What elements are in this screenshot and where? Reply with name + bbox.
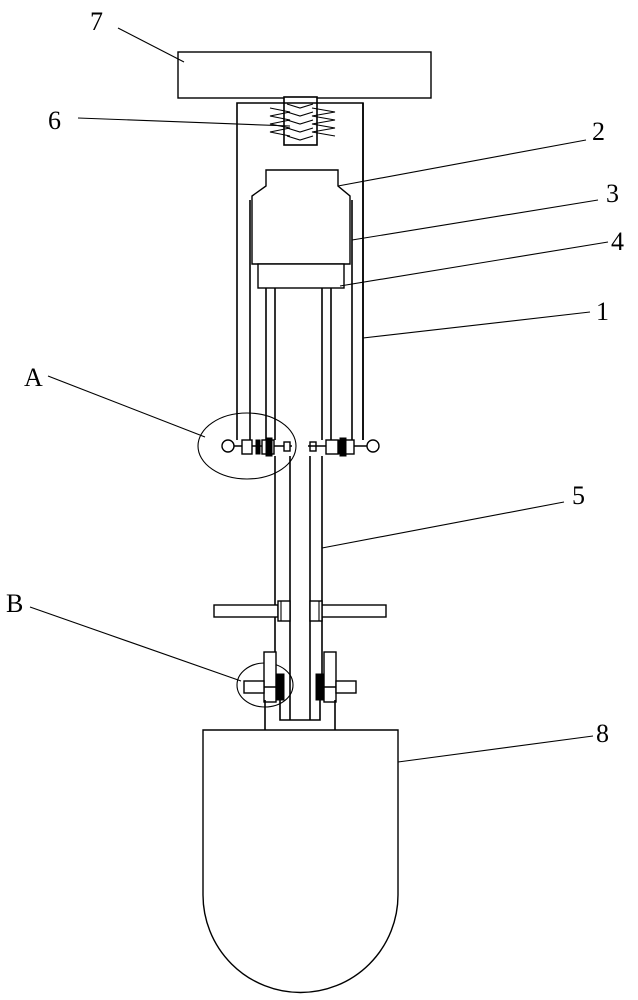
piston-rods — [265, 288, 332, 440]
top-plate — [177, 51, 432, 99]
label-2: 2 — [592, 117, 605, 146]
label-5: 5 — [572, 481, 585, 510]
cross-arms — [213, 600, 387, 622]
leader-lines — [29, 27, 609, 763]
piston-plate — [257, 263, 345, 289]
label-b: B — [6, 589, 23, 618]
label-6: 6 — [48, 106, 61, 135]
clamp-b — [236, 651, 357, 730]
piston-head — [251, 169, 351, 265]
label-8: 8 — [596, 719, 609, 748]
label-7: 7 — [90, 7, 103, 36]
label-a: A — [24, 363, 43, 392]
label-4: 4 — [611, 227, 624, 256]
label-1: 1 — [596, 297, 609, 326]
brush-head — [202, 729, 399, 994]
outer-housing — [236, 102, 364, 440]
label-3: 3 — [606, 179, 619, 208]
joint-a — [197, 412, 380, 480]
spring — [269, 96, 336, 146]
